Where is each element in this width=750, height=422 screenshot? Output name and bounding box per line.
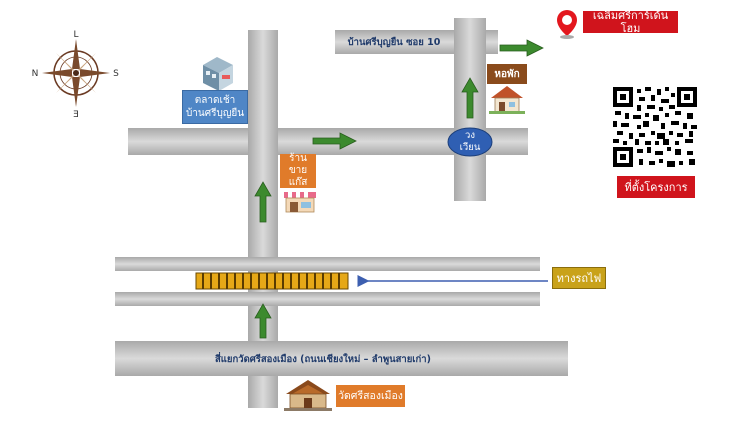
compass-east-label: S — [113, 69, 119, 79]
main-road-label: สี่แยกวัดศรีสองเมือง (ถนนเชียงใหม่ – ลำพ… — [215, 353, 431, 365]
compass-west-label: N — [32, 69, 39, 79]
soi-road-label: บ้านศรีบุญยืน ซอย 10 — [347, 36, 441, 48]
market-label: ตลาดเช้า บ้านศรีบุญยืน — [182, 90, 248, 124]
route-arrows — [254, 39, 544, 339]
route-arrow-right-top — [499, 39, 544, 57]
compass-rose-icon: L S N Ǝ — [32, 30, 120, 120]
map-pin-icon — [557, 10, 577, 39]
qr-code-icon — [613, 87, 697, 167]
project-location-label: ที่ตั้งโครงการ — [617, 176, 695, 198]
compass-north-label: L — [73, 30, 78, 40]
route-arrow-up-bottom — [254, 303, 272, 339]
temple-label: วัดศรีสองเมือง — [336, 385, 405, 407]
route-arrow-up-right — [461, 77, 479, 119]
destination-label: เฉลิมศรีการ์เด้นโฮม — [583, 9, 678, 35]
roundabout — [447, 127, 493, 157]
road-railside-lower — [115, 292, 540, 306]
railway-label: ทางรถไฟ — [552, 267, 606, 289]
route-arrow-right-middle — [312, 132, 357, 150]
road-railside-upper — [115, 257, 540, 271]
gas-shop-label: ร้านขาย แก๊ส — [280, 153, 316, 188]
compass-south-label: Ǝ — [73, 110, 79, 120]
house-icon — [489, 86, 525, 114]
roundabout-label: วง เวียน — [459, 130, 481, 153]
train — [195, 272, 349, 290]
temple-icon — [284, 380, 332, 411]
road-main-horizontal — [115, 341, 568, 376]
road-network — [115, 18, 568, 408]
route-arrow-up-middle — [254, 181, 272, 223]
shop-icon — [284, 192, 316, 213]
dorm-label: หอพัก — [487, 64, 527, 84]
building-icon — [203, 57, 233, 91]
